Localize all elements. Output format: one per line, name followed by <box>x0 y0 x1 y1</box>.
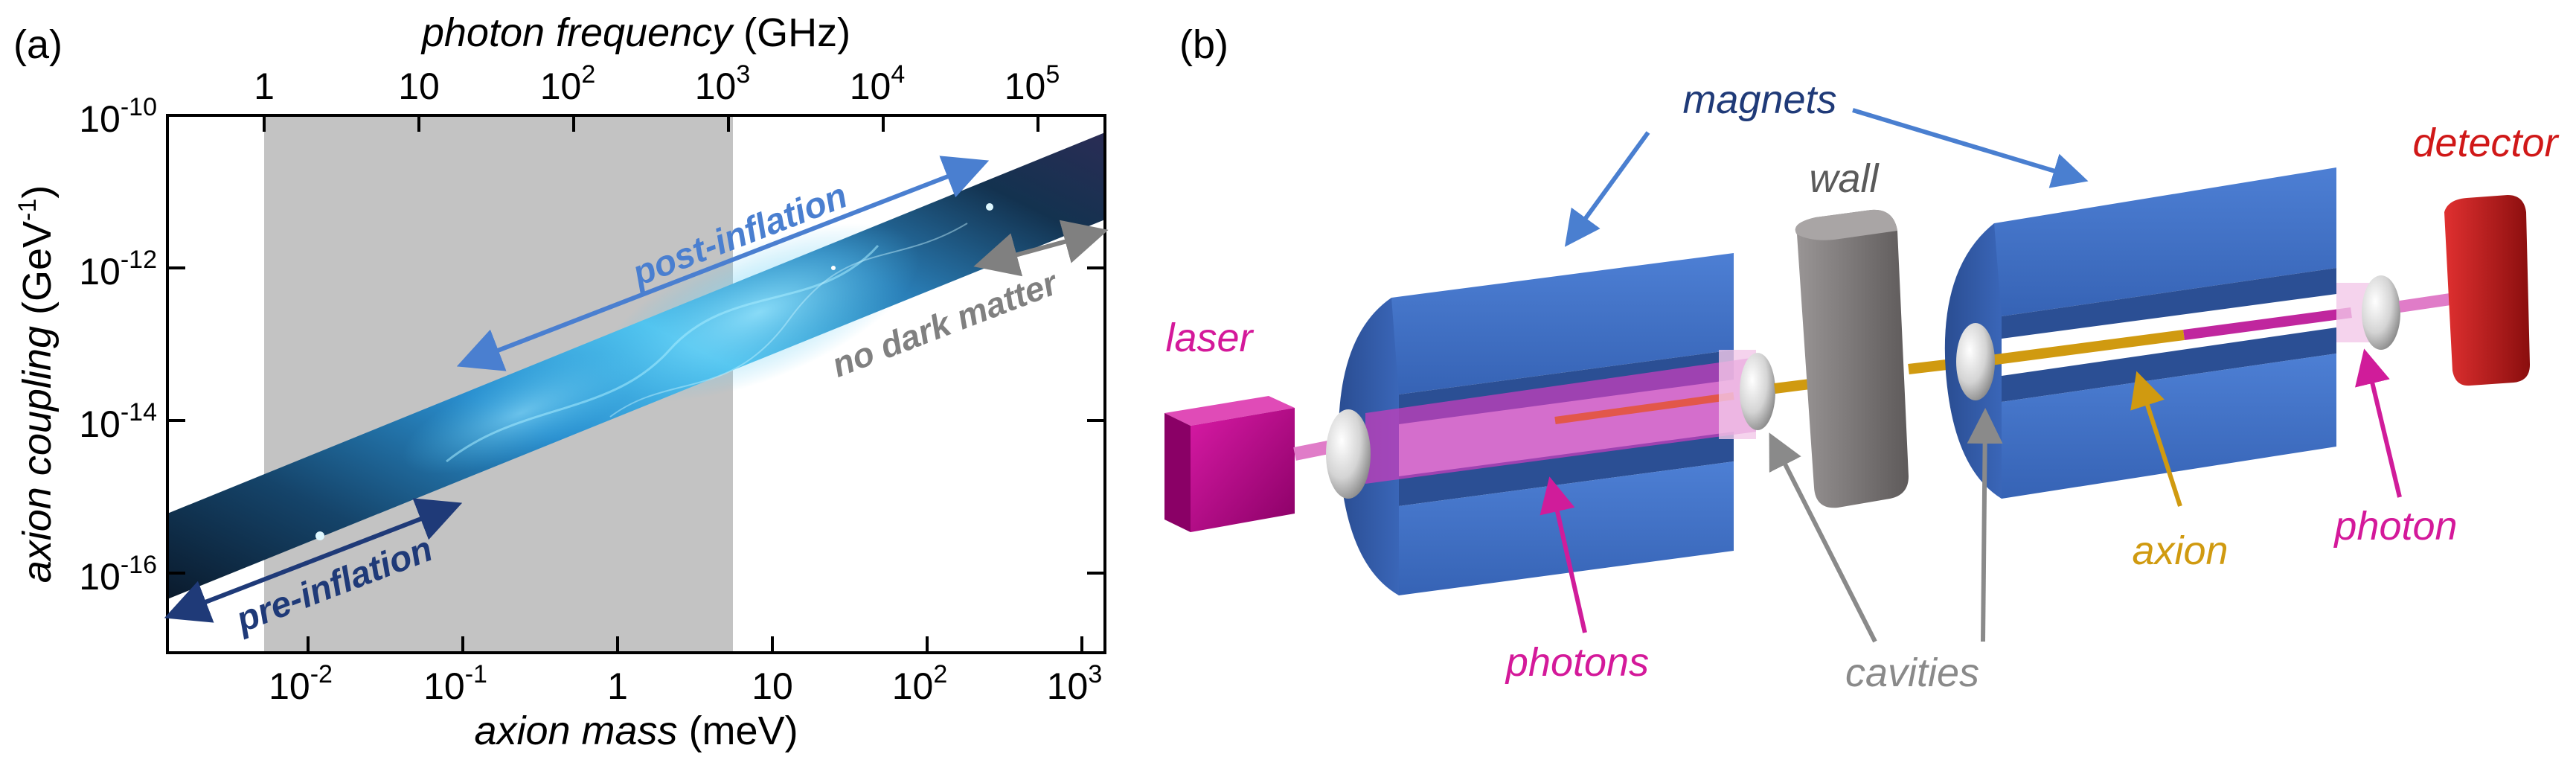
wall-label: wall <box>1809 156 1880 201</box>
bottom-axis-ticks: 10-2 10-1 1 10 102 103 <box>269 636 1102 707</box>
right-mirror <box>2362 275 2400 350</box>
photons-label: photons <box>1505 640 1649 685</box>
top-tick-label-0: 1 <box>254 65 275 107</box>
top-tick-label-2: 102 <box>540 60 596 107</box>
panel-b-label: (b) <box>1179 22 1228 67</box>
left-tick-label-1: 10-12 <box>79 246 157 292</box>
magnets-arrow-right <box>1852 108 2089 188</box>
post-inflation-arrow <box>456 156 990 371</box>
wall <box>1795 209 1909 508</box>
top-axis-label: photon frequency (GHz) <box>420 10 850 55</box>
bottom-tick-label-2: 1 <box>607 665 628 707</box>
left-mirror <box>1326 409 1371 499</box>
pre-inflation-arrow <box>164 498 463 623</box>
top-tick-label-4: 104 <box>850 60 906 107</box>
detector <box>2444 195 2530 386</box>
cavity-mirror-right <box>1956 323 1995 400</box>
panel-b: (b) <box>1164 22 2560 695</box>
magnets-label: magnets <box>1682 77 1836 122</box>
left-tick-label-0: 10-10 <box>79 93 157 140</box>
top-tick-label-1: 10 <box>398 65 440 107</box>
laser-box <box>1164 396 1295 532</box>
axion-label: axion <box>2132 528 2228 573</box>
magnets-arrow-left <box>1564 131 1650 247</box>
photon-arrow <box>2355 348 2402 498</box>
panel-a: (a) 1 10 102 103 104 105 10-2 10-1 1 10 102 103 10… <box>13 10 1109 753</box>
axion-beam-left <box>1554 392 1734 424</box>
photon-label: photon <box>2333 504 2457 549</box>
axion-arrow <box>2130 371 2182 507</box>
bottom-axis-label: axion mass (meV) <box>474 709 798 753</box>
left-axis-label: axion coupling (GeV-1) <box>13 185 60 584</box>
left-tick-label-3: 10-16 <box>79 551 157 598</box>
right-magnet <box>1944 167 2336 499</box>
bottom-tick-label-5: 103 <box>1047 660 1103 707</box>
bottom-tick-label-4: 102 <box>892 660 948 707</box>
plot-frame <box>166 114 1106 654</box>
bottom-tick-label-1: 10-1 <box>423 660 487 707</box>
bottom-tick-label-0: 10-2 <box>269 660 333 707</box>
cavities-label: cavities <box>1845 650 1979 695</box>
photons-arrow <box>1539 476 1587 633</box>
cavities-arrow-right <box>1967 408 2003 642</box>
cavity-mirror-left <box>1740 353 1775 430</box>
top-tick-label-3: 103 <box>695 60 751 107</box>
top-tick-label-5: 105 <box>1005 60 1060 107</box>
bottom-tick-label-3: 10 <box>752 665 793 707</box>
detector-label: detector <box>2412 121 2559 165</box>
top-axis-ticks: 1 10 102 103 104 105 <box>254 60 1060 132</box>
no-dark-matter-arrow <box>973 220 1109 277</box>
cavities-arrow-left <box>1769 432 1877 643</box>
panel-a-label: (a) <box>13 22 63 67</box>
left-tick-label-2: 10-14 <box>79 398 157 445</box>
photon-beam-right <box>2183 307 2352 340</box>
axion-beam-right <box>1979 330 2185 367</box>
laser-label: laser <box>1165 316 1254 360</box>
